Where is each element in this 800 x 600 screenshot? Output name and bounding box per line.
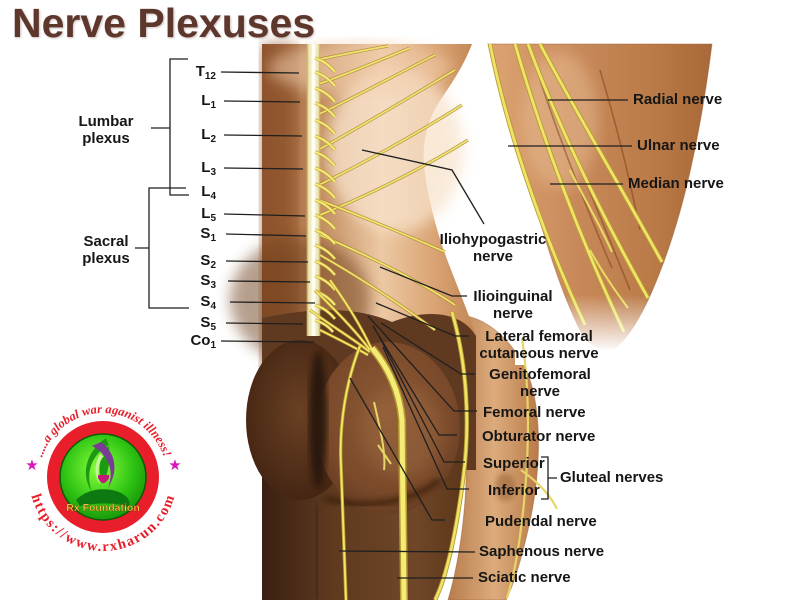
rxharun-logo: .....a global war aganist illness! https… [25, 402, 181, 555]
spine-label-l5: L5 [201, 205, 216, 224]
label-inferior-gluteal: Inferior [488, 482, 540, 499]
lumbar-plexus-line1: Lumbar [78, 113, 134, 130]
brackets [135, 58, 557, 500]
label-gluteal-nerves: Gluteal nerves [560, 469, 664, 486]
spine-label-s2: S2 [200, 252, 216, 271]
spinal-cord-and-nerves [306, 44, 558, 600]
logo-star-left: ★ [25, 456, 38, 474]
page-title: Nerve Plexuses [12, 0, 316, 46]
spine-label-t12: T12 [195, 63, 216, 82]
spine-label-s3: S3 [200, 272, 216, 291]
line-l2 [223, 134, 303, 137]
gluteal-nerves-bracket [541, 456, 557, 500]
leg-contour-nerve [373, 311, 558, 600]
label-ulnar-nerve: Ulnar nerve [637, 137, 720, 154]
line-s2 [225, 260, 309, 263]
line-femoral [367, 315, 477, 412]
line-ilioinguinal [379, 266, 467, 297]
logo-foundation-text: Rx Foundation [66, 502, 140, 514]
label-pudendal-nerve: Pudendal nerve [485, 513, 597, 530]
label-median-nerve: Median nerve [628, 175, 724, 192]
sacral-plexus-line2: plexus [82, 250, 130, 267]
line-l1 [223, 100, 301, 103]
sciatic-nerve-path [368, 345, 408, 600]
line-s3 [227, 280, 311, 283]
line-l3 [223, 167, 304, 170]
line-iliohypogastric [361, 149, 485, 225]
line-l5 [223, 213, 306, 217]
line-inferior-gluteal [382, 346, 469, 490]
label-obturator-nerve: Obturator nerve [482, 428, 596, 445]
spine-label-l4: L4 [201, 183, 216, 202]
lumbar-plexus-line2: plexus [82, 130, 130, 147]
buttocks-and-thigh [246, 310, 476, 600]
label-femoral-nerve: Femoral nerve [483, 404, 586, 421]
spine-label-l3: L3 [201, 159, 216, 178]
line-s4 [229, 301, 316, 304]
sacral-plexus-label: Sacral plexus [62, 233, 150, 267]
logo-star-right: ★ [168, 456, 181, 474]
sacral-plexus-fan [309, 279, 374, 357]
label-radial-nerve: Radial nerve [633, 91, 723, 108]
line-t12 [220, 71, 300, 74]
line-saphenous [338, 550, 476, 553]
spine-label-s1: S1 [200, 225, 216, 244]
logo-hand [76, 489, 130, 507]
lumbar-plexus-label: Lumbar plexus [62, 113, 150, 147]
line-pudendal [349, 377, 445, 521]
sacral-plexus-bracket [135, 187, 189, 309]
line-s5 [225, 322, 304, 325]
line-s1 [225, 233, 307, 237]
arm-nerve-lines [487, 42, 665, 333]
label-sciatic-nerve: Sciatic nerve [478, 569, 571, 586]
lumbar-plexus-bracket [151, 58, 189, 196]
line-lateral-femoral [375, 302, 469, 337]
line-obturator [372, 325, 457, 436]
spine-label-l1: L1 [201, 92, 216, 111]
sacral-plexus-line1: Sacral [83, 233, 129, 250]
logo-flame-and-hand [76, 438, 130, 507]
label-saphenous-nerve: Saphenous nerve [479, 543, 605, 560]
saphenous-nerve-path [338, 345, 362, 600]
line-co1 [220, 340, 315, 343]
spine-label-s4: S4 [200, 293, 216, 312]
pointer-lines [220, 71, 632, 579]
spine-label-s5: S5 [200, 314, 216, 333]
spinal-nerve-rootlets [314, 56, 337, 334]
arm [487, 42, 715, 365]
label-superior-gluteal: Superior [483, 455, 545, 472]
spine-label-l2: L2 [201, 126, 216, 145]
line-genitofemoral [380, 322, 475, 375]
line-superior-gluteal [378, 335, 465, 463]
spine-label-co1: Co1 [190, 332, 216, 351]
